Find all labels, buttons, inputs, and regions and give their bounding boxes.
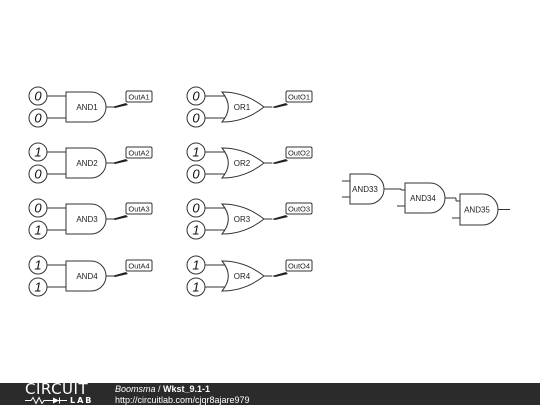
and-gate-symbol[interactable]	[65, 203, 107, 235]
output-label: OutO4	[288, 262, 310, 271]
output-label-box[interactable]	[285, 90, 313, 103]
and-gate-symbol[interactable]	[65, 91, 107, 123]
output-label: OutA1	[128, 93, 149, 102]
chain-and-gate-group: AND34	[384, 182, 446, 214]
input-value: 0	[192, 89, 200, 104]
and-gate-group: 1 0 AND2 OutA2	[28, 142, 153, 184]
probe-arrow-icon	[272, 159, 288, 164]
input-value: 0	[34, 111, 42, 126]
circuitlab-logo-sub: LAB	[25, 396, 91, 405]
input-value: 1	[192, 145, 199, 160]
input-value: 1	[192, 258, 199, 273]
input-value: 1	[192, 280, 199, 295]
or-gate-symbol[interactable]	[220, 203, 265, 235]
or-gate-group: 0 1 OR3 OutO3	[186, 198, 313, 240]
input-value: 0	[34, 167, 42, 182]
author-line: Boomsma / Wkst_9.1-1	[115, 384, 210, 394]
author-name[interactable]: Boomsma	[115, 384, 156, 394]
gate-label: AND33	[352, 185, 378, 194]
input-value: 1	[34, 258, 41, 273]
gate-label: OR3	[234, 215, 251, 224]
gate-label: AND1	[76, 103, 98, 112]
gate-label: AND4	[76, 272, 98, 281]
output-label-box[interactable]	[125, 259, 153, 272]
circuit-url[interactable]: http://circuitlab.com/cjqr8ajare979	[115, 395, 250, 405]
gate-label: AND3	[76, 215, 98, 224]
output-label-box[interactable]	[125, 146, 153, 159]
output-label-box[interactable]	[285, 146, 313, 159]
input-value: 1	[34, 280, 41, 295]
output-label: OutA4	[128, 262, 149, 271]
input-value: 1	[34, 145, 41, 160]
path-separator: /	[155, 384, 164, 394]
output-label: OutA3	[128, 205, 149, 214]
input-value: 0	[192, 111, 200, 126]
footer-bar: CIRCUIT LAB Boomsma / Wkst_9.1-1 http://…	[0, 380, 540, 405]
gate-label: AND2	[76, 159, 98, 168]
gate-label: OR4	[234, 272, 251, 281]
probe-arrow-icon	[112, 215, 128, 220]
chain-and-gate-group: AND33	[342, 173, 385, 205]
probe-arrow-icon	[112, 159, 128, 164]
or-gate-symbol[interactable]	[220, 260, 265, 292]
probe-arrow-icon	[272, 215, 288, 220]
gate-label: OR1	[234, 103, 251, 112]
or-gate-symbol[interactable]	[220, 91, 265, 123]
input-value: 0	[34, 201, 42, 216]
output-label-box[interactable]	[285, 202, 313, 215]
and-gate-group: 0 1 AND3 OutA3	[28, 198, 153, 240]
and-gate-symbol[interactable]	[459, 193, 499, 226]
input-value: 0	[192, 167, 200, 182]
output-label: OutO1	[288, 93, 310, 102]
circuit-title[interactable]: Wkst_9.1-1	[163, 384, 211, 394]
or-gate-symbol[interactable]	[220, 147, 265, 179]
output-label: OutO2	[288, 149, 310, 158]
input-value: 0	[34, 89, 42, 104]
input-value: 1	[192, 223, 199, 238]
probe-arrow-icon	[112, 272, 128, 277]
probe-arrow-icon	[112, 103, 128, 108]
gate-label: OR2	[234, 159, 251, 168]
output-label-box[interactable]	[125, 90, 153, 103]
and-gate-symbol[interactable]	[65, 147, 107, 179]
output-label-box[interactable]	[125, 202, 153, 215]
output-label: OutA2	[128, 149, 149, 158]
input-value: 1	[34, 223, 41, 238]
probe-arrow-icon	[272, 272, 288, 277]
and-gate-symbol[interactable]	[404, 182, 446, 214]
logo-lab-text: LAB	[70, 396, 94, 405]
circuitlab-logo[interactable]: CIRCUIT	[25, 380, 89, 398]
or-gate-group: 1 0 OR2 OutO2	[186, 142, 313, 184]
and-gate-symbol[interactable]	[65, 260, 107, 292]
gate-label: AND34	[410, 194, 436, 203]
output-label-box[interactable]	[285, 259, 313, 272]
chain-and-gate-group: AND35	[445, 193, 510, 226]
and-gate-symbol[interactable]	[349, 173, 385, 205]
circuit-schematic: 00AND1OutA110AND2OutA201AND3OutA311AND4O…	[28, 86, 510, 297]
resistor-diode-icon	[25, 396, 67, 405]
input-value: 0	[192, 201, 200, 216]
gate-label: AND35	[464, 206, 490, 215]
output-label: OutO3	[288, 205, 310, 214]
probe-arrow-icon	[272, 103, 288, 108]
